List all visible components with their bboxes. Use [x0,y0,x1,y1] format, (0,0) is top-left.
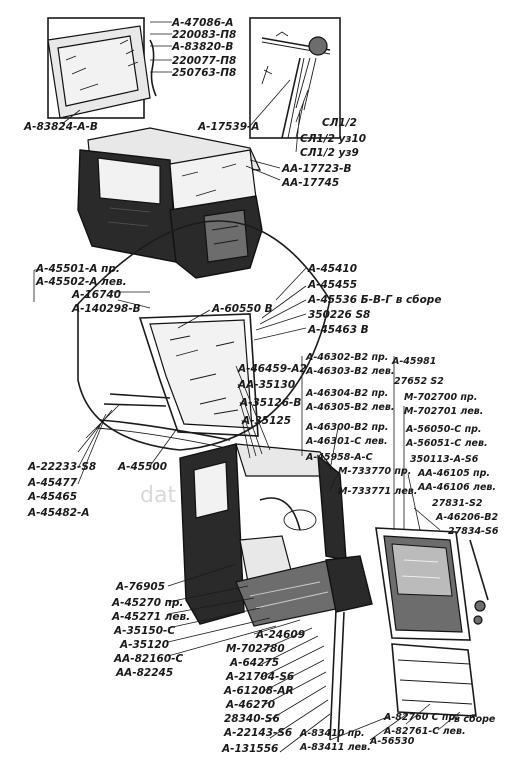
door-glass [149,319,253,429]
label-a16740: А-16740 [71,289,121,301]
label-a56051c: А-56051-С лев. [405,438,488,449]
label-a24609: А-24609 [255,629,305,641]
label-aa35130: АА-35130 [237,379,295,391]
cab-assembly-top [77,127,263,279]
label-aa46106: АА-46106 лев. [417,482,496,493]
label-a35120: А-35120 [119,639,169,651]
label-aa82160c: АА-82160-С [113,653,183,665]
label-sl12-uz10: СЛ1/2 уз10 [300,133,366,145]
label-a46304b2: А-46304-В2 пр. [305,388,388,399]
cab-assembly-bottom [179,443,373,627]
label-a56530: А-56530 [369,736,415,747]
label-aa17745: АА-17745 [281,177,339,189]
label-a83824ab: А-83824-А-В [23,121,98,133]
label-27831s2: 27831-S2 [432,498,483,509]
door-window-opening [391,543,453,597]
label-250763p8: 250763-П8 [172,67,236,79]
label-a82761c: А-82761-С лев. [383,726,466,737]
label-a45958ac: А-45958-А-С [305,452,373,463]
label-a76905: А-76905 [115,581,165,593]
label-a35150c: А-35150-С [113,625,175,637]
part-labels: А-47086-А 220083-П8 А-83820-В 220077-П8 … [23,17,499,755]
label-a56050c: А-56050-С пр. [405,424,482,435]
label-v-sbore: в сборе [454,714,496,725]
label-a46302b2: А-46302-В2 пр. [305,352,388,363]
label-aa46105: АА-46105 пр. [417,468,490,479]
label-a45410: А-45410 [307,263,357,275]
label-m702701: М-702701 лев. [404,406,483,417]
label-a45482a: А-45482-А [27,507,90,519]
rear-cab-window [193,461,229,519]
label-350113as6: 350113-А-S6 [410,454,479,465]
label-a83820b: А-83820-В [171,41,233,53]
leader-lines [33,21,461,753]
rear-window-inset [47,17,157,119]
cab-front-wing [325,555,373,613]
windshield-hinge-inset [249,17,341,139]
door-assembly [329,527,489,743]
label-a45463b: А-45463 В [307,324,369,336]
label-m702700: М-702700 пр. [404,392,477,403]
label-a46303b2: А-46303-В2 лев. [305,366,394,377]
label-a46305b2: А-46305-В2 лев. [305,402,394,413]
door-frame-detail [95,313,259,449]
cab-dash-opening [203,209,249,263]
label-a140298b: А-140298-В [71,303,141,315]
cab-side-window [97,157,161,205]
label-28340s6: 28340-S6 [224,713,280,725]
label-a45502a: А-45502-А лев. [35,276,127,288]
label-a35125: А-35125 [241,415,291,427]
label-a45270: А-45270 пр. [111,597,183,609]
label-aa82245: АА-82245 [115,667,173,679]
label-a45500: А-45500 [117,461,167,473]
label-a82760c: А-82760 С пр. [383,712,459,723]
watermark-text: dat [140,483,176,508]
label-a60550b: А-60550 В [211,303,273,315]
door-frame-outer [138,313,259,437]
label-a45477: А-45477 [27,477,78,489]
label-m702780: М-702780 [226,643,285,655]
label-a45981: А-45981 [391,356,436,367]
label-a45271: А-45271 лев. [111,611,190,623]
label-a46270: А-46270 [225,699,275,711]
label-a21704s6: А-21704-S6 [225,671,294,683]
label-a46206b2: А-46206-В2 [435,512,499,523]
label-a45465: А-45465 [27,491,77,503]
label-a83411: А-83411 лев. [299,742,371,753]
label-a17539a: А-17539-А [197,121,260,133]
label-a47086a: А-47086-А [171,17,234,29]
label-a45501a: А-45501-А пр. [35,263,120,275]
label-a46459a2: А-46459-А2 [237,363,307,375]
label-27652s2: 27652 S2 [394,376,444,387]
label-sl12-uz9: СЛ1/2 уз9 [300,147,359,159]
label-a61208ar: А-61208-АR [223,685,294,697]
label-a45455: А-45455 [307,279,357,291]
label-a83410: А-83410 пр. [299,728,365,739]
label-a46300b2: А-46300-В2 пр. [305,422,388,433]
label-a64275: А-64275 [229,657,279,669]
rear-window-glass [57,35,139,107]
label-a46301c: А-46301-С лев. [305,436,388,447]
label-a22143s6: А-22143-S6 [223,727,292,739]
label-220083p8: 220083-П8 [172,29,236,41]
label-aa17723b: АА-17723-В [281,163,352,175]
label-a35126b: А-35126-В [239,397,301,409]
label-m733770: М-733770 пр. [338,466,411,477]
label-350226s8: 350226 S8 [308,309,370,321]
door-lower-panel [391,643,477,717]
label-m733771: М-733771 лев. [338,486,417,497]
label-a22233s8: А-22233-S8 [27,461,96,473]
label-220077p8: 220077-П8 [172,55,236,67]
label-a131556: А-131556 [221,743,278,755]
door-detail-circle [77,220,331,451]
label-27834s6: 27834-S6 [448,526,499,537]
door-outer-frame [375,527,471,641]
label-sl12: СЛ1/2 [322,117,357,129]
label-a45536: А-45536 Б-В-Г в сборе [307,294,441,306]
